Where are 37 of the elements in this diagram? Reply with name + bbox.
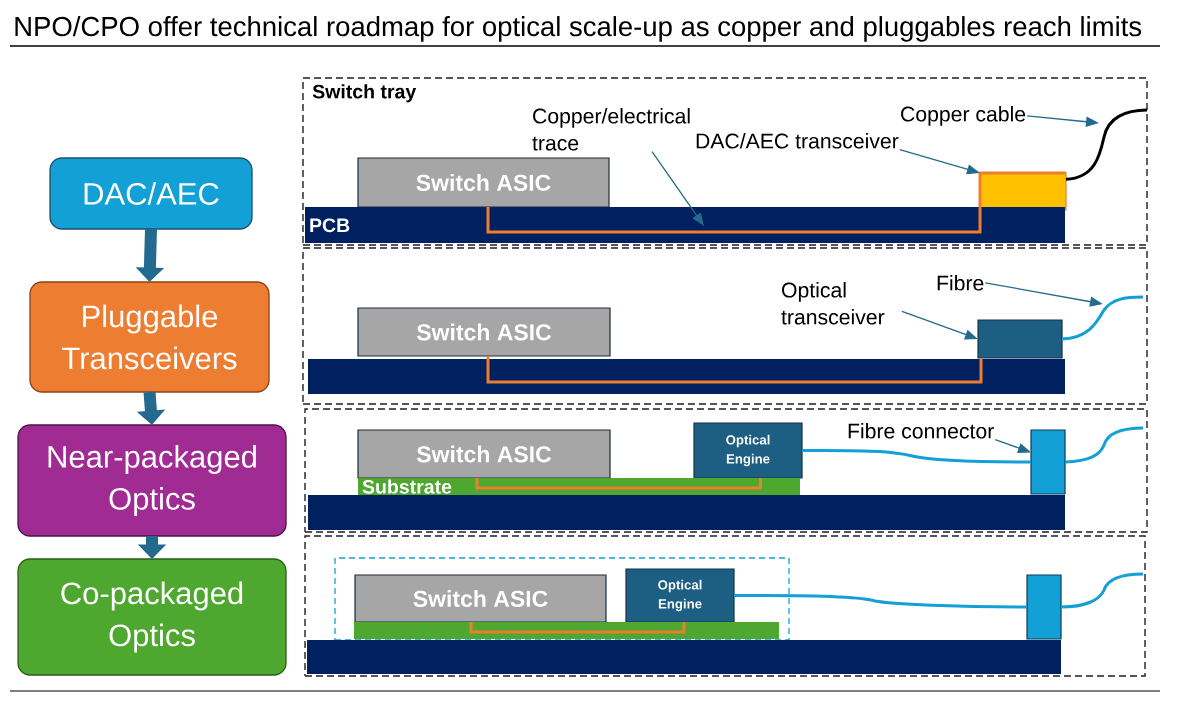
dashed-frame (302, 247, 1148, 405)
module-box (977, 319, 1063, 359)
stage-box: Near-packaged Optics (17, 424, 287, 537)
board-bar (308, 495, 1065, 530)
chip-box: Optical Engine (625, 568, 735, 623)
chip-box: Switch ASIC (357, 429, 611, 479)
optical-fibre (734, 593, 1027, 609)
callout-text: Copper cable (901, 106, 1026, 126)
connector-block (1030, 429, 1066, 495)
chip-box: Switch ASIC (357, 157, 610, 208)
optical-fibre (1061, 295, 1144, 341)
title: NPO/CPO offer technical roadmap for optical scale-up as copper and pluggables reach limits (15, 16, 1142, 42)
optical-fibre (1060, 572, 1144, 609)
connector-block (1026, 574, 1062, 640)
chip-box: Optical Engine (693, 422, 803, 479)
stage-box: Pluggable Transceivers (29, 281, 270, 393)
optical-fibre (1064, 426, 1144, 464)
board-bar (308, 359, 1065, 394)
board-bar: PCB (305, 207, 1065, 243)
optical-fibre (802, 448, 1031, 464)
callout-text: Fibre (937, 275, 984, 291)
dashed-outline (334, 557, 790, 641)
stage-box: DAC/AEC (49, 157, 253, 230)
callout-text: Fibre connector (848, 423, 994, 439)
chip-box: Switch ASIC (354, 574, 607, 623)
callout-text: DAC/AEC transceiver (696, 133, 899, 149)
callout-text: Optical transceiver (781, 282, 885, 325)
dashed-frame (304, 535, 1146, 677)
substrate-bar: Substrate (358, 478, 800, 495)
substrate-bar (354, 622, 779, 639)
dashed-frame (304, 408, 1148, 533)
copper-cable (1065, 108, 1148, 181)
callout-text: Copper/electrical trace (532, 108, 690, 151)
stage-box: Co-packaged Optics (17, 558, 287, 676)
leader-line (651, 150, 704, 226)
chip-box: Switch ASIC (357, 307, 611, 357)
board-bar (307, 640, 1061, 674)
